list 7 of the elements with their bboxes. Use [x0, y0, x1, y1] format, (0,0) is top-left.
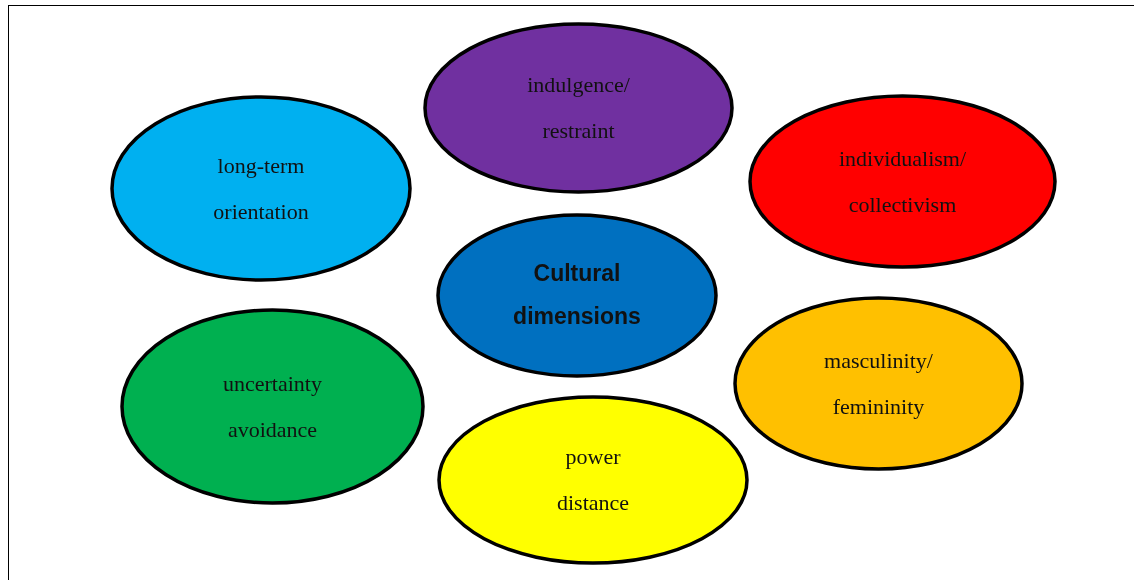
node-text: long-term orientation: [212, 151, 310, 226]
node-text: uncertainty avoidance: [222, 369, 323, 444]
node-text: power distance: [555, 442, 631, 517]
node-text: individualism/ collectivism: [837, 144, 968, 219]
node-text: masculinity/ femininity: [823, 346, 934, 421]
node-text: Cultural dimensions: [512, 258, 642, 332]
node-text: indulgence/ restraint: [526, 70, 631, 145]
